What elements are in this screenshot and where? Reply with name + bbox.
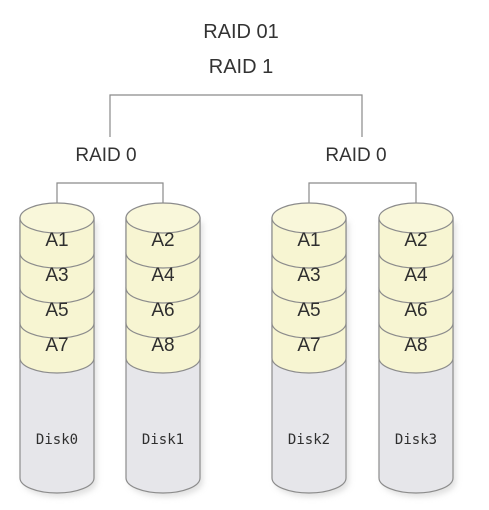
block-label: A2 [404,230,427,251]
diagram-title-raid01: RAID 01 [203,21,279,43]
disk-name-label: Disk3 [395,432,437,448]
block-label: A4 [404,265,428,286]
block-label: A1 [297,230,320,251]
block-label: A4 [151,265,175,286]
diagram-subtitle-raid1: RAID 1 [209,56,273,78]
raid0-connector-right [308,182,417,215]
block-label: A5 [45,300,68,321]
disk-name-label: Disk1 [142,432,184,448]
disk-top-cap [271,202,347,234]
block-label: A2 [151,230,174,251]
raid0-label-left: RAID 0 [75,145,136,166]
block-label: A7 [45,335,68,356]
block-label: A5 [297,300,320,321]
raid1-connector [109,94,363,137]
disk-top-cap [19,202,95,234]
block-label: A7 [297,335,320,356]
raid0-connector-left [56,182,164,215]
block-label: A6 [404,300,427,321]
block-label: A1 [45,230,68,251]
block-label: A3 [297,265,320,286]
disk-top-cap [378,202,454,234]
block-label: A3 [45,265,68,286]
disk-name-label: Disk0 [36,432,78,448]
block-label: A6 [151,300,174,321]
disk-top-cap [125,202,201,234]
disk-name-label: Disk2 [288,432,330,448]
block-label: A8 [151,335,174,356]
block-label: A8 [404,335,427,356]
raid0-label-right: RAID 0 [325,145,386,166]
